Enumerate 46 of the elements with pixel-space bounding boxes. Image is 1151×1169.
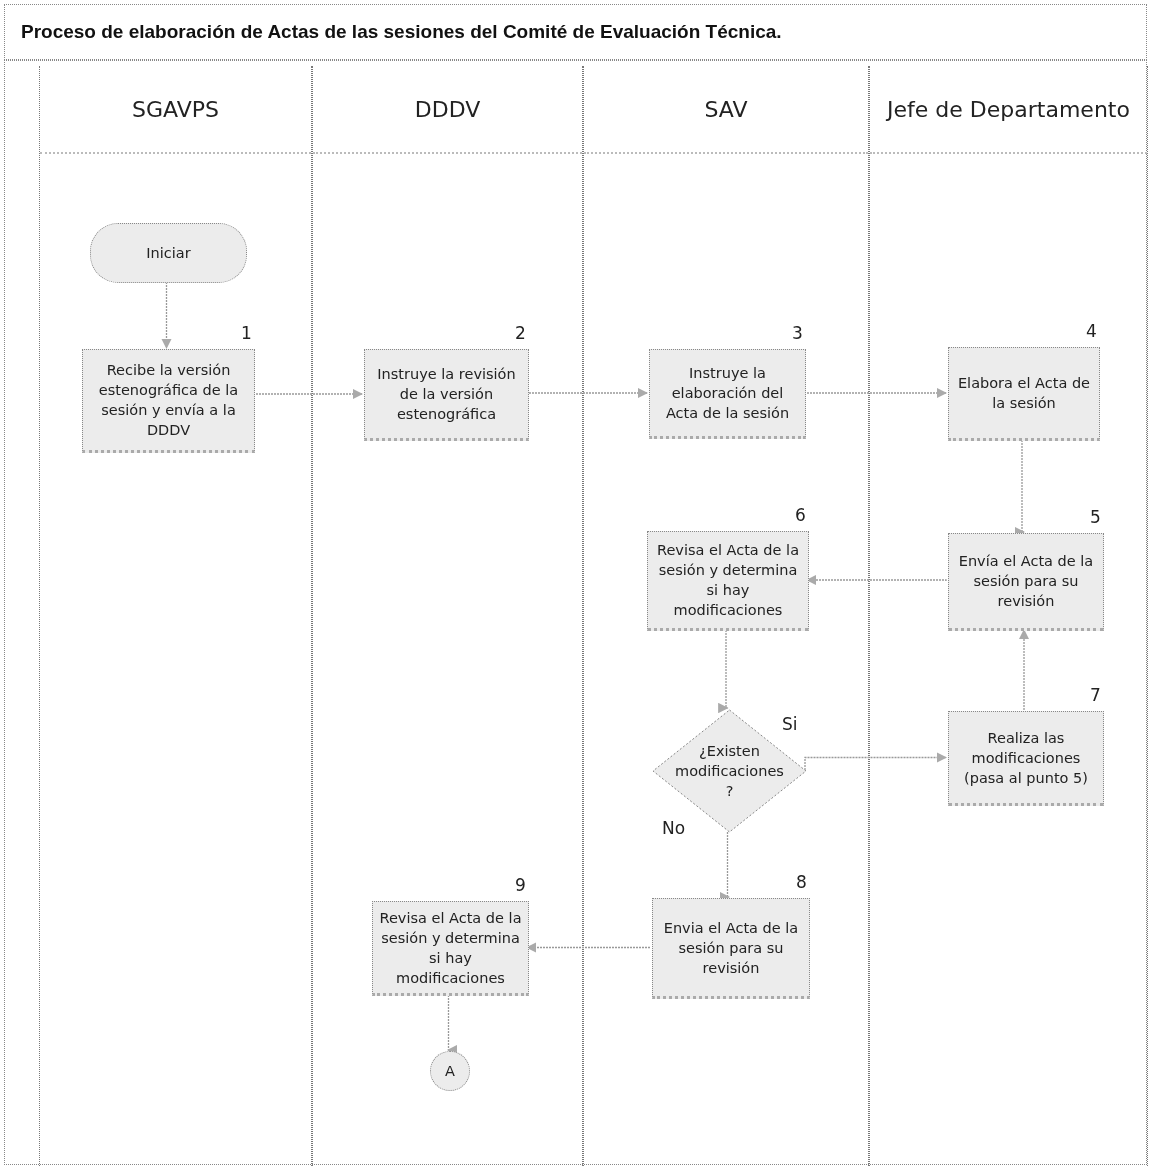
step-number: 6 (795, 505, 806, 525)
lane-header: SAV (584, 66, 868, 154)
lane-header: DDDV (313, 66, 582, 154)
step-number: 7 (1090, 685, 1101, 705)
swimlane (869, 66, 1148, 1166)
arrow (718, 629, 729, 714)
connector-circle (430, 1051, 470, 1091)
swimlane (39, 66, 312, 1166)
node-text: Envia el Acta de la sesión para su revisión (662, 918, 800, 978)
step-number: 9 (515, 875, 526, 895)
step-number: 8 (796, 872, 807, 892)
node-text: Iniciar (145, 244, 192, 263)
lane-header: Jefe de Departamento (870, 66, 1147, 154)
process-box (649, 349, 806, 439)
swimlane (583, 66, 869, 1166)
process-box (652, 898, 810, 999)
node-text: Elabora el Acta de la sesión (956, 374, 1092, 413)
process-box (948, 533, 1104, 631)
process-box (647, 531, 809, 631)
process-box (948, 711, 1104, 806)
node-text: ¿Existen modificaciones ? (674, 742, 785, 801)
node-text: Recibe la versión estenográfica de la sesión y envía a la DDDV (97, 361, 240, 440)
node-text: Instruye la elaboración del Acta de la sesión (664, 364, 791, 423)
step-number: 1 (241, 323, 252, 343)
step-number: 3 (792, 323, 803, 343)
node-text: Realiza las modificaciones (pasa al punto 5) (963, 728, 1089, 788)
process-box (364, 349, 529, 441)
lane-header: SGAVPS (40, 66, 311, 154)
swimlane (312, 66, 583, 1166)
step-number: 5 (1090, 507, 1101, 527)
node-text: Envía el Acta de la sesión para su revisión (957, 552, 1095, 611)
step-number: 4 (1086, 321, 1097, 341)
process-box (82, 349, 255, 453)
arrow (1018, 628, 1030, 711)
arrow (526, 387, 649, 399)
start-terminator (90, 223, 247, 283)
arrow (161, 281, 172, 350)
node-text: A (444, 1062, 456, 1081)
process-box (948, 347, 1100, 441)
arrow (804, 752, 948, 771)
process-box (372, 901, 529, 996)
node-text: Instruye la revisión de la versión estenográfica (376, 365, 517, 424)
title: Proceso de elaboración de Actas de las sesiones del Comité de Evaluación Técnica. (4, 4, 1147, 60)
step-number: 2 (515, 323, 526, 343)
node-text: Revisa el Acta de la sesión y determina si hay modificaciones (378, 908, 523, 988)
node-text: Revisa el Acta de la sesión y determina si hay modificaciones (656, 541, 800, 620)
